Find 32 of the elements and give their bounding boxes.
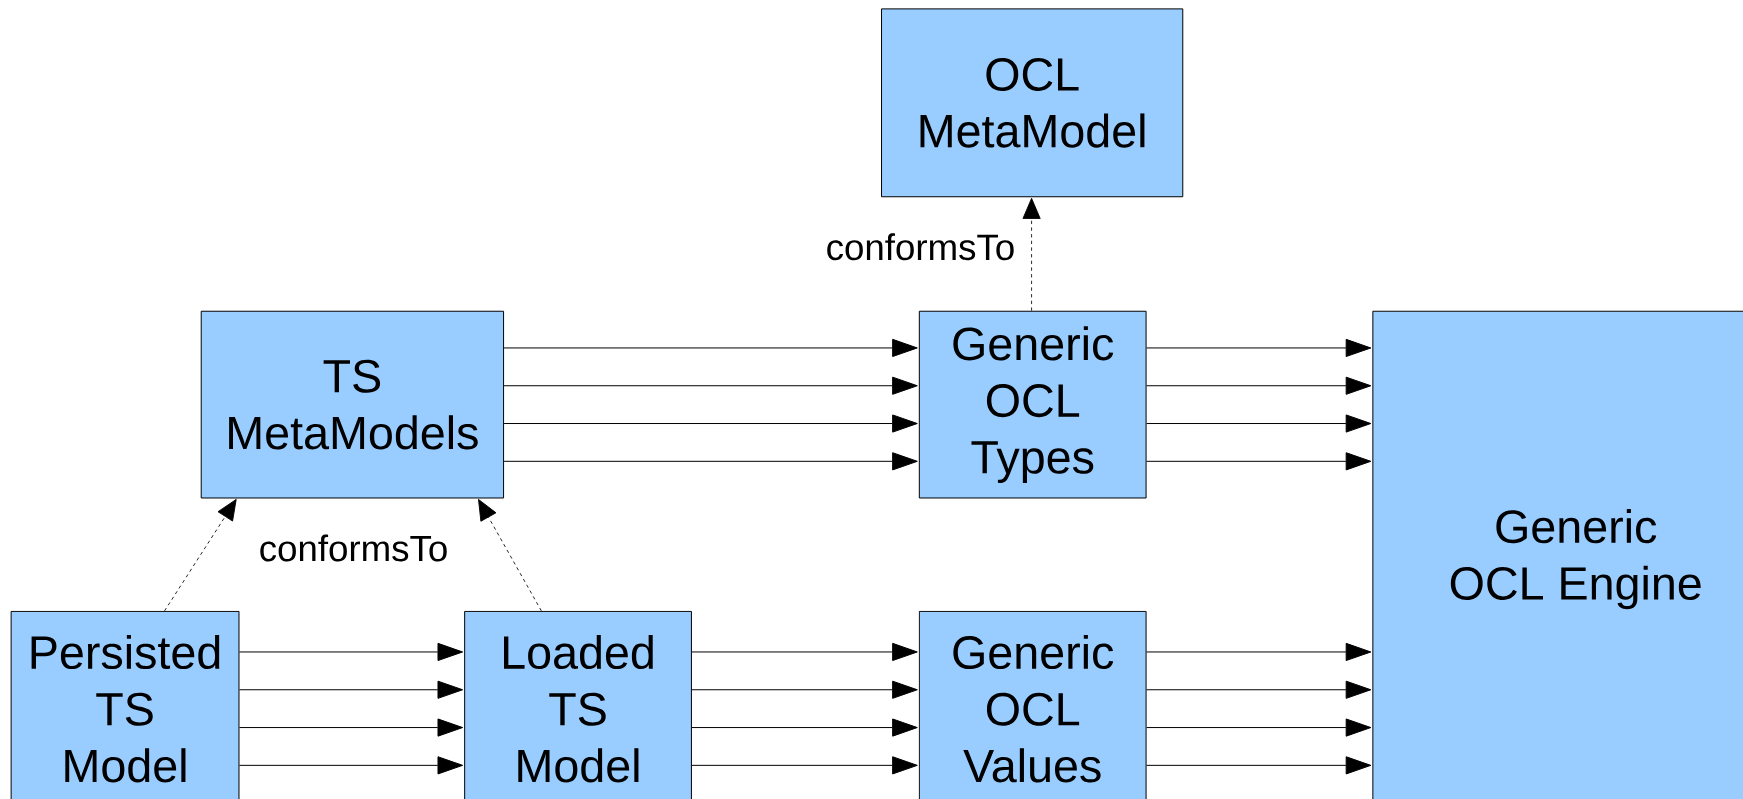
- process-box: Generic OCL Engine: [1372, 310, 1743, 799]
- process-box: OCL MetaModel: [881, 8, 1184, 198]
- arrow: [1146, 452, 1372, 471]
- process-box: TS MetaModels: [200, 310, 505, 499]
- arrow: [1022, 197, 1041, 312]
- arrow: [1146, 718, 1372, 737]
- arrow: [1146, 680, 1372, 699]
- process-box: Generic OCL Values: [918, 610, 1147, 799]
- process-box: Persisted TS Model: [10, 610, 240, 799]
- arrow: [1146, 756, 1372, 775]
- edge-label: conformsTo: [257, 532, 450, 563]
- arrow: [239, 756, 464, 775]
- arrow: [503, 338, 918, 357]
- arrow: [239, 680, 464, 699]
- arrow: [503, 414, 918, 433]
- arrow: [1146, 376, 1372, 395]
- arrow: [691, 680, 918, 699]
- arrow: [1146, 414, 1372, 433]
- arrow: [239, 642, 464, 661]
- arrow: [164, 498, 237, 612]
- arrow: [503, 376, 918, 395]
- edge-label: conformsTo: [824, 231, 1017, 262]
- arrow: [691, 718, 918, 737]
- process-box: Loaded TS Model: [464, 610, 692, 799]
- arrow: [478, 498, 542, 612]
- arrow: [691, 642, 918, 661]
- process-box: Generic OCL Types: [918, 310, 1147, 499]
- arrow: [691, 756, 918, 775]
- arrow: [239, 718, 464, 737]
- arrow: [503, 452, 918, 471]
- arrow: [1146, 338, 1372, 357]
- arrow: [1146, 642, 1372, 661]
